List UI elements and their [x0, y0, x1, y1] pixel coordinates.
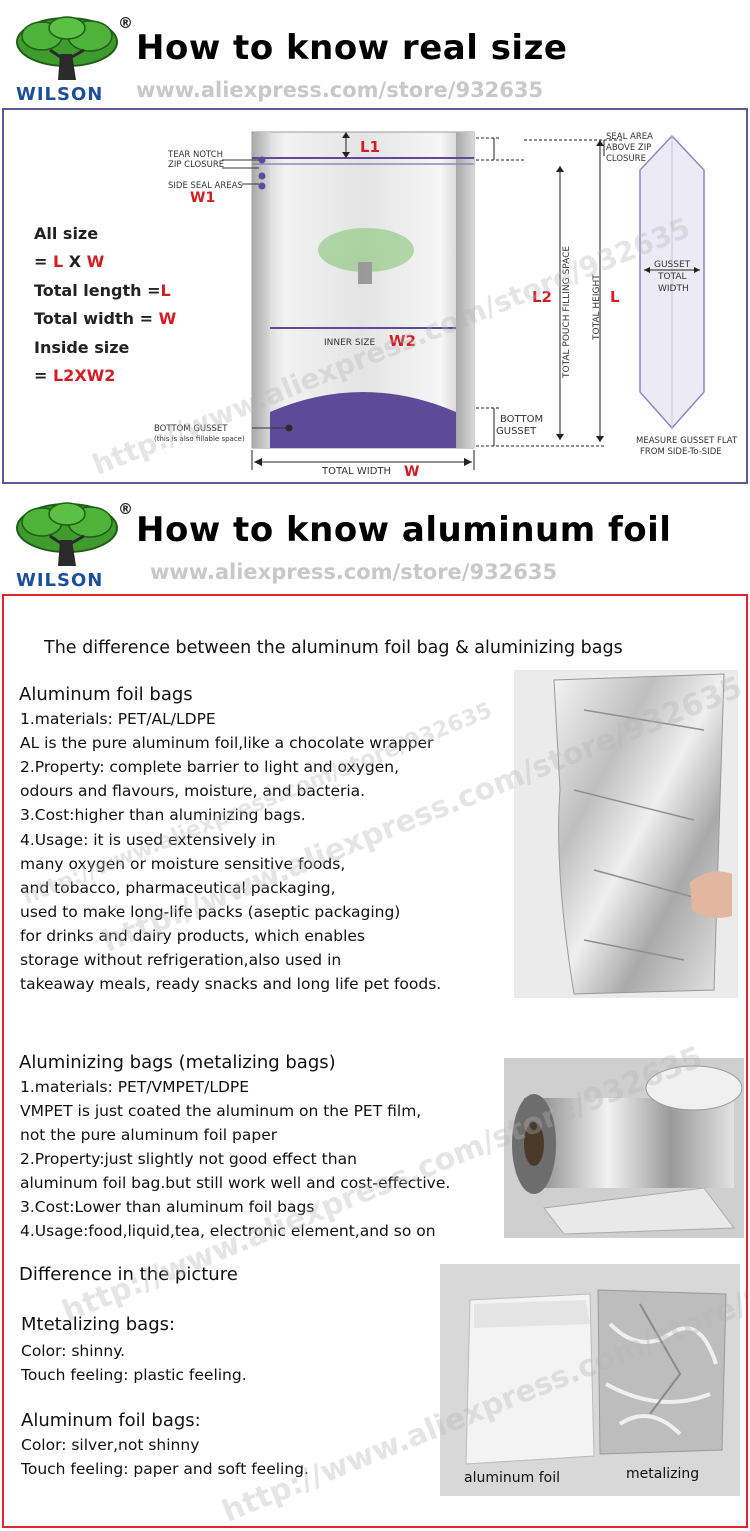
caption-aluminum-foil: aluminum foil	[464, 1470, 560, 1486]
total-length-value: L	[160, 281, 171, 300]
bottom-gusset-label: BOTTOM GUSSET	[154, 424, 228, 434]
metalizing-roll-photo	[504, 1058, 744, 1238]
wilson-logo-2: WILSON	[12, 500, 122, 592]
total-width-label: Total width =	[34, 309, 159, 328]
total-height-label: TOTAL HEIGHT	[592, 274, 602, 340]
pouch-drawing	[222, 131, 705, 470]
bags-comparison-photo: aluminum foil metalizing	[440, 1264, 740, 1496]
comparison-heading: The difference between the aluminum foil…	[44, 638, 623, 658]
measure-gusset-2: FROM SIDE-To-SIDE	[640, 447, 722, 457]
gusset-label-3: WIDTH	[658, 284, 689, 294]
formula-w: W	[86, 252, 105, 271]
seal-area-1: SEAL AREA	[606, 132, 653, 142]
foil-comparison: The difference between the aluminum foil…	[2, 594, 748, 1528]
store-url: www.aliexpress.com/store/932635	[136, 78, 544, 102]
total-width-diagram-label: TOTAL WIDTH	[322, 466, 392, 477]
foil-bags-line: and tobacco, pharmaceutical packaging,	[20, 878, 336, 897]
store-url: www.aliexpress.com/store/932635	[150, 560, 558, 584]
registered-mark: ®	[118, 14, 133, 32]
metalizing-bags-title: Aluminizing bags (metalizing bags)	[19, 1052, 336, 1073]
brand-name: WILSON	[16, 570, 104, 591]
tree-icon	[16, 502, 118, 566]
wilson-logo: WILSON	[12, 14, 122, 106]
tree-icon	[16, 16, 118, 80]
caption-metalizing: metalizing	[626, 1466, 700, 1482]
header-aluminum-foil: WILSON ® How to know aluminum foil www.a…	[0, 486, 750, 591]
metalizing-bags-line: not the pure aluminum foil paper	[20, 1126, 278, 1144]
formula-x: X	[63, 252, 87, 271]
foil-bags-title: Aluminum foil bags	[19, 684, 193, 705]
foil-bags-line: 1.materials: PET/AL/LDPE	[20, 710, 216, 728]
w2-label: W2	[389, 332, 416, 350]
metalizing-title: Mtetalizing bags:	[21, 1314, 176, 1335]
l-right-label: L	[610, 288, 620, 306]
metalizing-line: Touch feeling: plastic feeling.	[21, 1366, 247, 1384]
l1-label: L1	[360, 138, 380, 156]
al-foil-line: Touch feeling: paper and soft feeling.	[21, 1460, 309, 1478]
inside-eq: =	[34, 366, 53, 385]
all-size-label: All size	[34, 224, 99, 243]
inside-size-label: Inside size	[34, 338, 130, 357]
inside-value: L2XW2	[52, 366, 116, 385]
total-length-label: Total length =	[34, 281, 161, 300]
foil-bags-line: 3.Cost:higher than aluminizing bags.	[20, 806, 306, 825]
size-diagram: All size = L X W Total length =L Total w…	[2, 108, 748, 484]
gusset-label-2: TOTAL	[658, 272, 687, 282]
zip-closure-label: ZIP CLOSURE	[168, 160, 225, 170]
l2-label: L2	[532, 288, 552, 306]
measure-gusset-1: MEASURE GUSSET FLAT	[636, 436, 738, 446]
al-foil-line: Color: silver,not shinny	[21, 1436, 200, 1454]
metalizing-line: Color: shinny.	[21, 1342, 126, 1360]
brand-name: WILSON	[16, 84, 104, 105]
total-pouch-label: TOTAL POUCH FILLING SPACE	[562, 245, 572, 378]
metalizing-bags-line: 3.Cost:Lower than aluminum foil bags	[20, 1198, 315, 1216]
inner-size-label: INNER SIZE	[324, 338, 376, 348]
section-title: How to know aluminum foil	[136, 510, 672, 550]
metalizing-bags-line: VMPET is just coated the aluminum on the…	[20, 1102, 422, 1120]
tear-notch-label: TEAR NOTCH	[168, 150, 224, 160]
registered-mark: ®	[118, 500, 133, 518]
aluminum-foil-photo	[514, 670, 738, 998]
gusset-label-1: GUSSET	[654, 260, 691, 270]
metalizing-bags-line: 4.Usage:food,liquid,tea, electronic elem…	[20, 1222, 436, 1240]
seal-area-3: CLOSURE	[606, 154, 646, 164]
metalizing-bags-line: 1.materials: PET/VMPET/LDPE	[20, 1078, 250, 1096]
total-length: Total length =L	[34, 281, 171, 300]
foil-bags-line: many oxygen or moisture sensitive foods,	[20, 854, 346, 873]
header-real-size: WILSON ® How to know real size www.aliex…	[0, 0, 750, 105]
metalizing-bags-line: aluminum foil bag.but still work well an…	[20, 1174, 451, 1192]
section-title: How to know real size	[136, 28, 568, 68]
bottom-gusset-right-2: GUSSET	[496, 426, 537, 437]
all-size-formula: = L X W	[34, 252, 104, 271]
foil-bags-line: for drinks and dairy products, which ena…	[20, 926, 366, 945]
total-width-value: W	[158, 309, 177, 328]
w1-label: W1	[190, 190, 216, 206]
inside-size-formula: = L2XW2	[34, 366, 115, 385]
al-foil-title: Aluminum foil bags:	[21, 1410, 201, 1431]
side-seal-label: SIDE SEAL AREAS	[168, 181, 243, 191]
diff-title: Difference in the picture	[19, 1264, 238, 1285]
bottom-gusset-right-1: BOTTOM	[500, 414, 544, 425]
eq: =	[34, 252, 53, 271]
seal-area-2: ABOVE ZIP	[606, 143, 652, 153]
metalizing-bags-line: 2.Property:just slightly not good effect…	[20, 1150, 357, 1168]
formula-l: L	[52, 252, 64, 271]
total-width: Total width = W	[34, 309, 176, 328]
total-width-w: W	[404, 464, 420, 480]
foil-bags-line: storage without refrigeration,also used …	[20, 951, 342, 969]
foil-bags-line: takeaway meals, ready snacks and long li…	[20, 975, 442, 994]
foil-bags-line: 2.Property: complete barrier to light an…	[20, 758, 400, 777]
foil-bags-line: AL is the pure aluminum foil,like a choc…	[20, 734, 434, 753]
bottom-gusset-note: (this is also fillable space)	[154, 435, 245, 443]
foil-bags-line: used to make long-life packs (aseptic pa…	[20, 902, 401, 921]
foil-bags-line: odours and flavours, moisture, and bacte…	[20, 782, 366, 801]
foil-bags-line: 4.Usage: it is used extensively in	[20, 830, 276, 849]
